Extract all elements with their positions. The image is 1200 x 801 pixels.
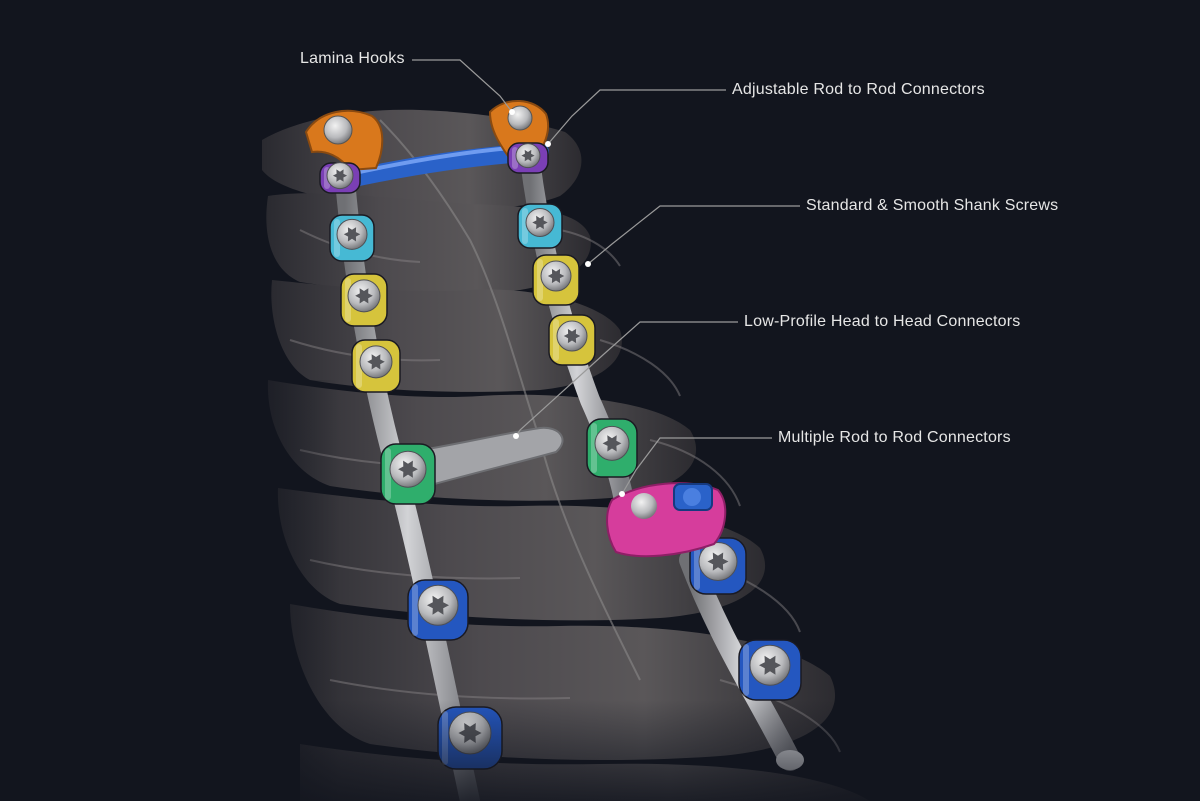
hexalobe-drive-icon: [521, 149, 535, 162]
screw-head: [351, 339, 401, 393]
screw-highlight: [537, 259, 543, 301]
leader-lamina-hooks: [412, 59, 513, 113]
screw-head: [532, 254, 580, 306]
leader-adjustable-rod-to-rod: [547, 89, 726, 145]
magenta-connector-cap: [631, 493, 657, 519]
hexalobe-drive-icon: [532, 215, 548, 230]
leader-standard-smooth-shank: [587, 205, 800, 265]
callout-dots: [509, 109, 625, 497]
screw-highlight: [385, 448, 391, 500]
screw-head: [340, 273, 388, 327]
bone-ridge: [379, 119, 641, 681]
bottom-vignette: [240, 700, 940, 801]
screw-head: [586, 418, 638, 478]
label-standard-smooth-shank-screws: Standard & Smooth Shank Screws: [806, 197, 1059, 214]
leader-dot: [513, 433, 519, 439]
label-lamina-hooks: Lamina Hooks: [300, 50, 405, 67]
screw-head: [380, 443, 436, 505]
magenta-connector-cap: [683, 488, 701, 506]
screw-head: [548, 314, 596, 366]
hexalobe-drive-icon: [547, 268, 565, 284]
hexalobe-drive-icon: [398, 460, 418, 478]
screw-highlight: [553, 319, 559, 361]
screw-highlight: [743, 644, 749, 696]
label-multiple-rod-to-rod-connectors: Multiple Rod to Rod Connectors: [778, 429, 1011, 446]
hexalobe-drive-icon: [563, 328, 581, 344]
hexalobe-drive-icon: [707, 552, 729, 571]
label-adjustable-rod-to-rod-connectors: Adjustable Rod to Rod Connectors: [732, 81, 985, 98]
head-to-head-connector: [408, 426, 564, 490]
bone-ridge: [559, 229, 841, 753]
hexalobe-drive-icon: [355, 288, 373, 304]
screw-highlight: [591, 423, 597, 473]
multiple-rod-to-rod-connector: [606, 482, 727, 558]
leader-multiple-rod-to-rod: [621, 437, 772, 495]
screw-highlight: [694, 542, 700, 590]
hexalobe-drive-icon: [343, 227, 361, 242]
hook-set-screw: [323, 115, 353, 145]
screw-highlight: [356, 344, 362, 388]
label-low-profile-head-to-head-connectors: Low-Profile Head to Head Connectors: [744, 313, 1021, 330]
hexalobe-drive-icon: [367, 354, 385, 370]
hexalobe-drive-icon: [602, 435, 622, 452]
hexalobe-drive-icon: [759, 655, 781, 675]
leader-dot: [509, 109, 515, 115]
screw-head: [329, 214, 375, 262]
screw-head: [407, 579, 469, 641]
leader-dot: [585, 261, 591, 267]
screw-highlight: [412, 584, 418, 636]
leader-dot: [619, 491, 625, 497]
screw-head: [507, 142, 549, 174]
leader-low-profile-head-to-head: [515, 321, 738, 437]
hexalobe-drive-icon: [427, 595, 449, 615]
screw-head: [738, 639, 802, 701]
screw-head: [517, 203, 563, 249]
screw-head: [319, 162, 361, 194]
screw-head: [689, 537, 747, 595]
callout-leaders: [412, 59, 800, 495]
screw-highlight: [522, 208, 528, 244]
hexalobe-drive-icon: [332, 169, 348, 182]
leader-dot: [545, 141, 551, 147]
